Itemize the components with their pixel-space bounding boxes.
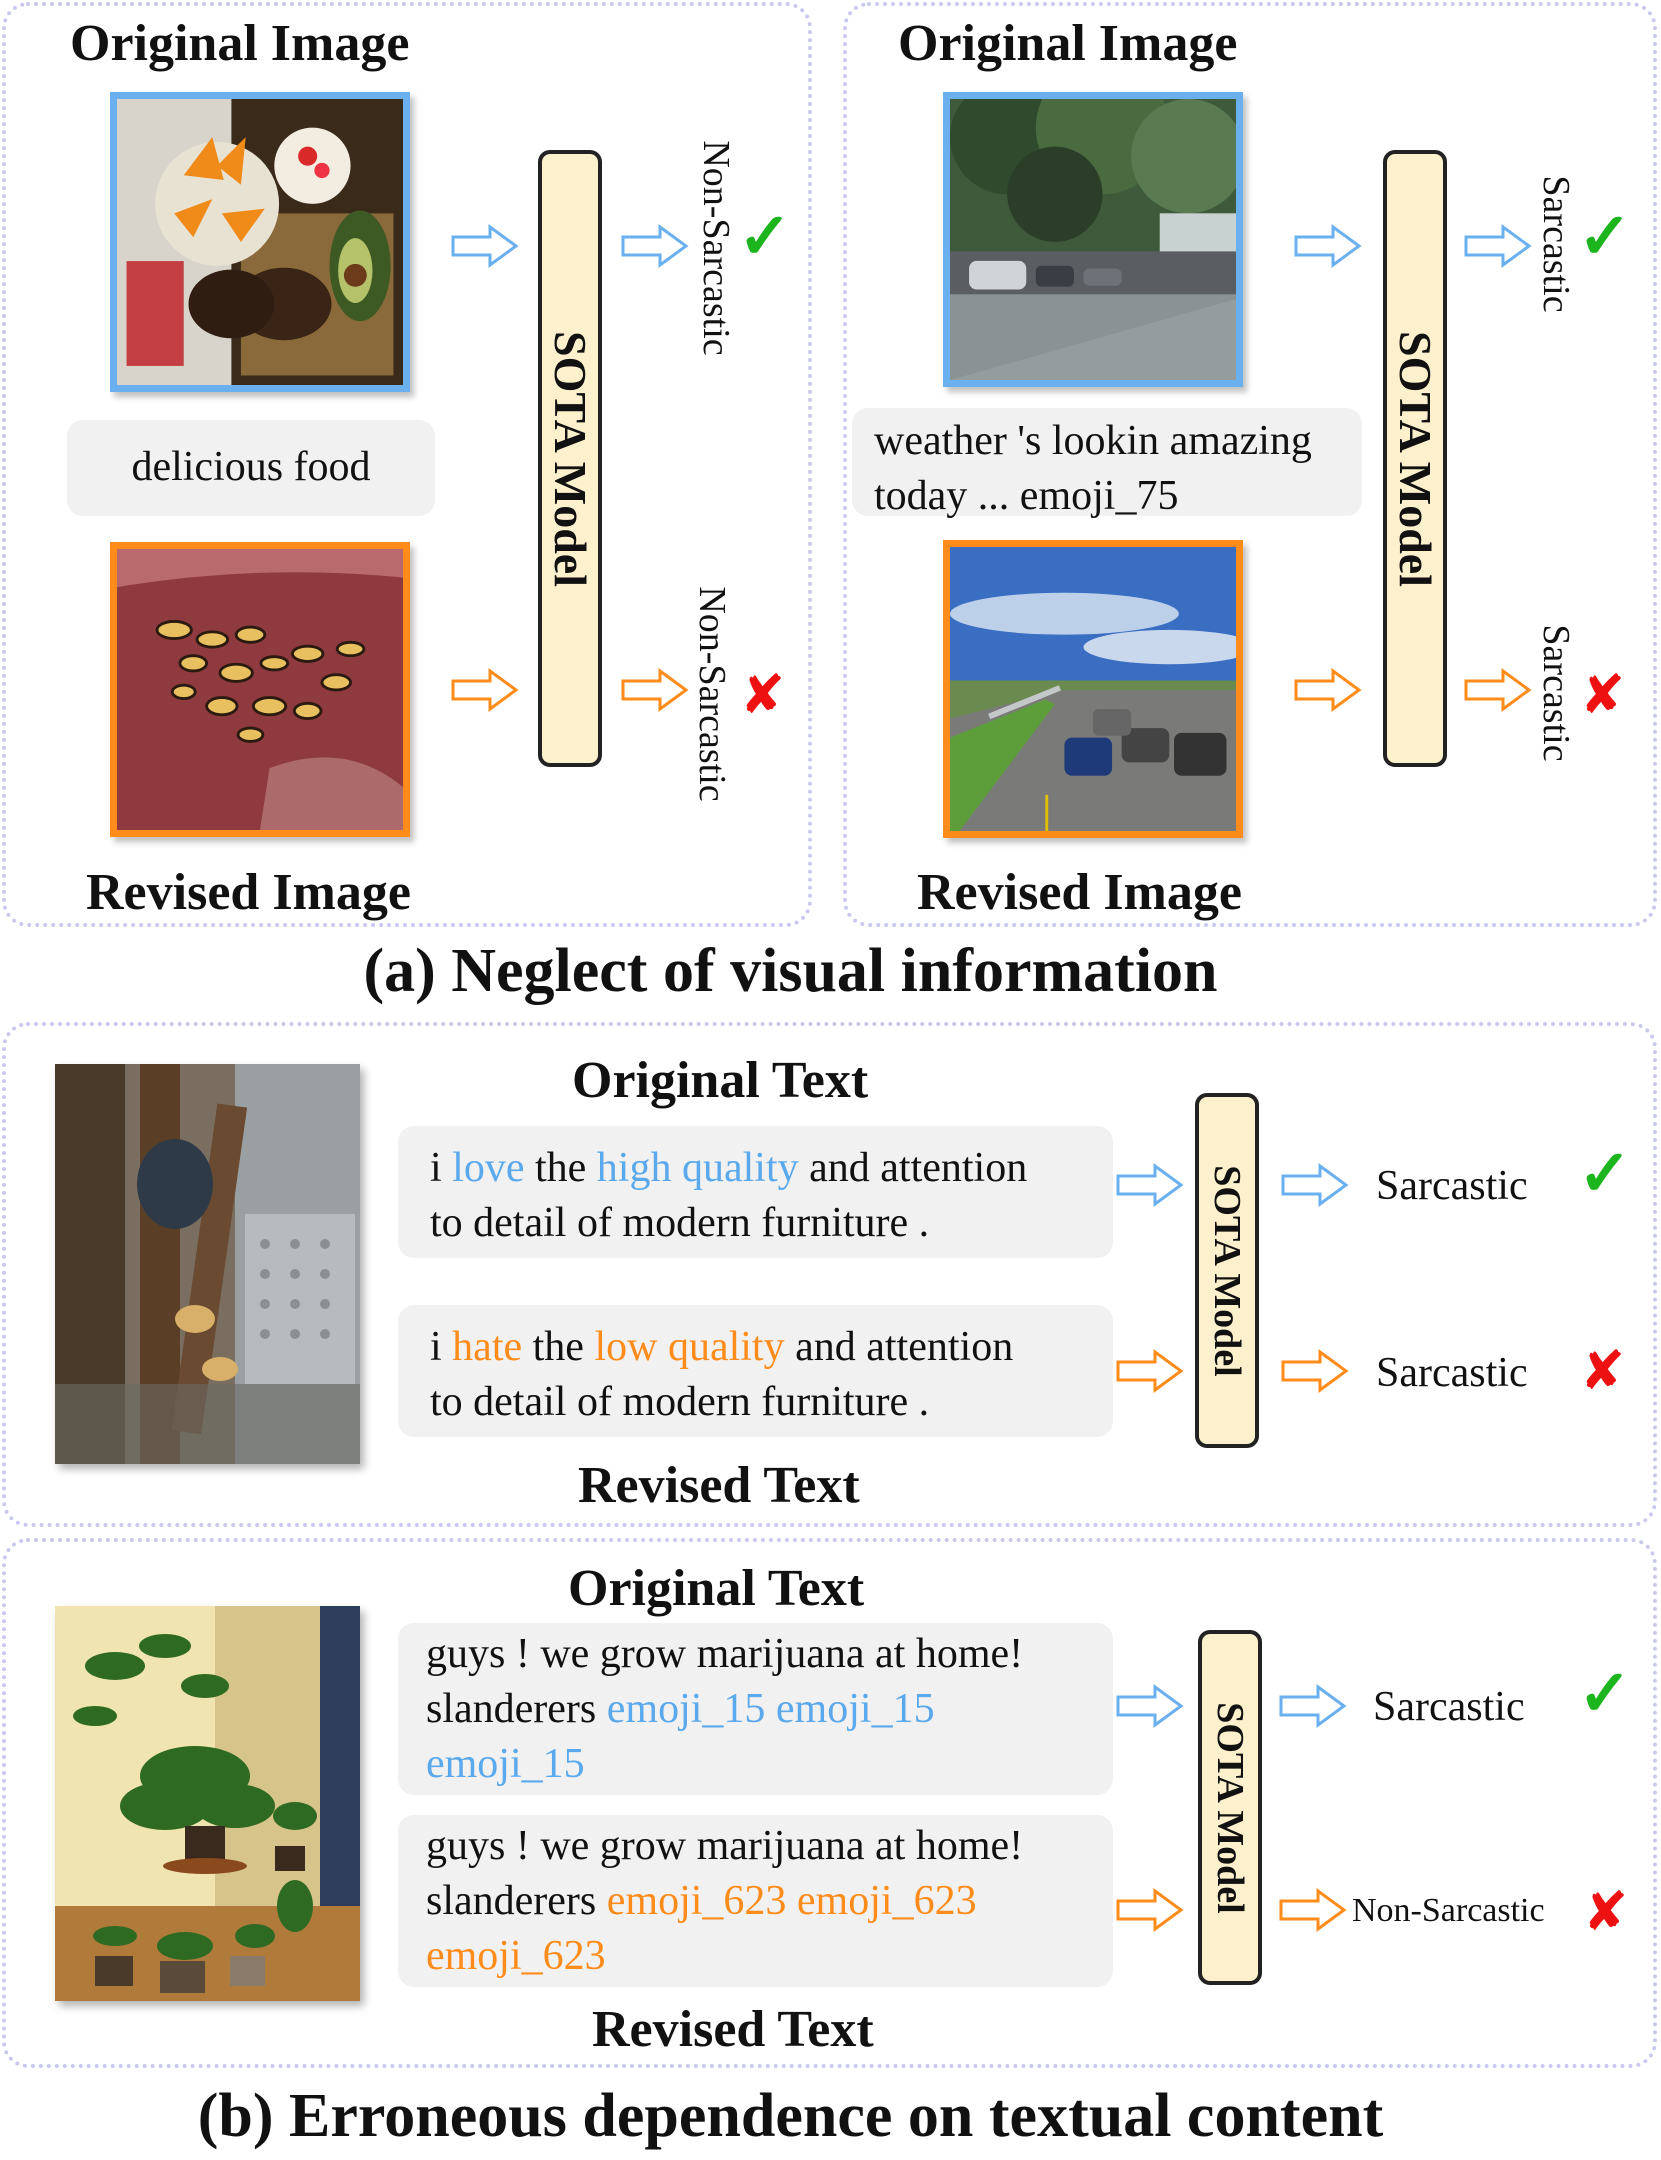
check-mark-icon: ✓: [1578, 1658, 1632, 1729]
sota-model-box-a2: SOTA Model: [1383, 150, 1447, 767]
original-text-box-furniture: i love the high quality and attention to…: [398, 1126, 1113, 1258]
arrow-model-to-result-a2-original: [1463, 224, 1533, 268]
original-text-heading: Original Text: [568, 1560, 865, 1617]
arrow-model-to-result-b2-revised: [1278, 1888, 1348, 1932]
original-text-line2: slanderers emoji_15 emoji_15: [426, 1686, 935, 1732]
model-label: SOTA Model: [1209, 1701, 1251, 1914]
original-image-heading: Original Image: [898, 15, 1238, 72]
revised-text-line2: to detail of modern furniture .: [430, 1379, 930, 1425]
original-text-heading: Original Text: [572, 1052, 869, 1109]
revised-text-box-furniture: i hate the low quality and attention to …: [398, 1305, 1113, 1437]
highlight-emoji-15: emoji_15 emoji_15: [606, 1686, 935, 1732]
cross-mark-icon: ✘: [1580, 1339, 1626, 1402]
revised-text-line1: guys ! we grow marijuana at home!: [426, 1823, 1024, 1869]
original-text-line3: emoji_15: [426, 1741, 585, 1787]
arrow-model-to-result-a2-revised: [1463, 668, 1533, 712]
sota-model-box-a1: SOTA Model: [538, 150, 602, 767]
check-mark-icon: ✓: [738, 201, 792, 272]
result-b1-revised: Sarcastic: [1376, 1350, 1528, 1396]
sota-model-box-b2: SOTA Model: [1198, 1630, 1262, 1985]
revised-text-line1: i hate the low quality and attention: [430, 1324, 1014, 1370]
input-text-line1: weather 's lookin amazing: [874, 418, 1312, 464]
original-image-heading: Original Image: [70, 15, 410, 72]
input-text: delicious food: [131, 444, 371, 490]
arrow-model-to-result-a1-revised: [620, 668, 690, 712]
result-b2-revised: Non-Sarcastic: [1352, 1892, 1545, 1929]
sota-model-box-b1: SOTA Model: [1195, 1093, 1259, 1448]
result-b1-original: Sarcastic: [1376, 1163, 1528, 1209]
result-a2-revised: Sarcastic: [1535, 624, 1577, 762]
revised-image-burnt-food: [110, 542, 410, 837]
result-a1-revised: Non-Sarcastic: [691, 586, 733, 802]
revised-text-heading: Revised Text: [578, 1457, 860, 1514]
result-a1-original: Non-Sarcastic: [695, 140, 737, 356]
arrow-model-to-result-a1-original: [620, 224, 690, 268]
check-mark-icon: ✓: [1578, 1138, 1632, 1209]
revised-image-heading: Revised Image: [86, 864, 411, 921]
cross-mark-icon: ✘: [1580, 663, 1626, 726]
image-plants: [55, 1606, 360, 2001]
caption-b: (b) Erroneous dependence on textual cont…: [197, 2082, 1384, 2150]
cross-mark-icon: ✘: [740, 663, 786, 726]
model-label: SOTA Model: [1390, 330, 1441, 587]
revised-text-box-plants: guys ! we grow marijuana at home! slande…: [398, 1815, 1113, 1987]
highlight-low-quality: low quality: [594, 1324, 785, 1370]
original-text-line1: i love the high quality and attention: [430, 1145, 1028, 1191]
arrow-model-to-result-b2-original: [1278, 1684, 1348, 1728]
result-a2-original: Sarcastic: [1535, 175, 1577, 313]
cross-mark-icon: ✘: [1583, 1880, 1629, 1943]
caption-a: (a) Neglect of visual information: [363, 937, 1218, 1005]
panel-b-bottom: [2, 1538, 1657, 2068]
original-text-box-plants: guys ! we grow marijuana at home! slande…: [398, 1623, 1113, 1795]
result-b2-original: Sarcastic: [1373, 1684, 1525, 1730]
revised-text-line2: slanderers emoji_623 emoji_623: [426, 1878, 977, 1924]
highlight-love: love: [452, 1145, 525, 1191]
model-label: SOTA Model: [545, 330, 596, 587]
original-image-food: [110, 92, 410, 392]
arrow-revised-text-to-model-b1: [1115, 1349, 1185, 1393]
arrow-revised-to-model-a2: [1293, 668, 1363, 712]
arrow-revised-text-to-model-b2: [1115, 1888, 1185, 1932]
panel-a-left: [2, 2, 812, 927]
arrow-original-text-to-model-b1: [1115, 1163, 1185, 1207]
text-box-delicious-food: delicious food: [67, 420, 435, 516]
text-box-weather: weather 's lookin amazing today ... emoj…: [852, 408, 1362, 519]
highlight-emoji-623: emoji_623 emoji_623: [606, 1878, 977, 1924]
arrow-model-to-result-b1-revised: [1280, 1349, 1350, 1393]
arrow-original-to-model-a1: [450, 224, 520, 268]
panel-a-right: [843, 2, 1657, 927]
arrow-revised-to-model-a1: [450, 668, 520, 712]
check-mark-icon: ✓: [1578, 201, 1632, 272]
original-text-line2: to detail of modern furniture .: [430, 1200, 930, 1246]
arrow-original-text-to-model-b2: [1115, 1684, 1185, 1728]
revised-text-line3: emoji_623: [426, 1933, 606, 1979]
highlight-hate: hate: [452, 1324, 523, 1370]
image-furniture: [55, 1064, 360, 1464]
arrow-model-to-result-b1-original: [1280, 1163, 1350, 1207]
revised-image-heading: Revised Image: [917, 864, 1242, 921]
panel-b-top: [2, 1022, 1657, 1527]
original-image-rainy-street: [943, 92, 1243, 387]
revised-image-highway: [943, 540, 1243, 838]
original-text-line1: guys ! we grow marijuana at home!: [426, 1631, 1024, 1677]
arrow-original-to-model-a2: [1293, 224, 1363, 268]
model-label: SOTA Model: [1206, 1164, 1248, 1377]
revised-text-heading: Revised Text: [592, 2001, 874, 2058]
input-text-line2: today ... emoji_75: [874, 473, 1179, 519]
highlight-high-quality: high quality: [596, 1145, 799, 1191]
